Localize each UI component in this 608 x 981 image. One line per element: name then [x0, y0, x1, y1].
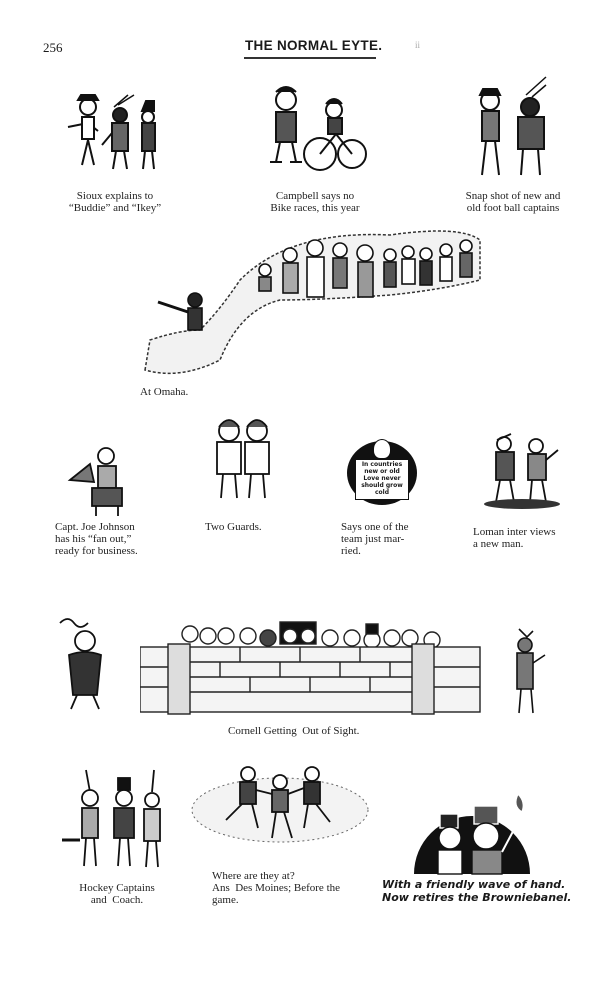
married-sign-illustration: In countries new or old Love never shoul…: [345, 435, 420, 507]
football-captains-illustration: [468, 75, 568, 185]
caption-married: Says one of the team just mar- ried.: [341, 521, 409, 557]
johnson-fan-illustration: [62, 440, 142, 520]
page-number: 256: [43, 40, 63, 55]
sioux-illustration: [58, 85, 168, 175]
love-sign: In countries new or old Love never shoul…: [355, 459, 409, 500]
caption-sioux: Sioux explains to “Buddie” and “Ikey”: [68, 190, 162, 214]
caption-brownie-band: With a friendly wave of hand. Now retire…: [382, 878, 572, 904]
campbell-bicycle-illustration: [258, 78, 368, 178]
caption-des-moines: Where are they at? Ans Des Moines; Befor…: [212, 870, 341, 906]
caption-loman: Loman inter views a new man.: [473, 526, 556, 550]
stray-mark: ii: [415, 40, 421, 50]
caption-hockey: Hockey Captains and Coach.: [79, 882, 155, 906]
cornell-left-figure-illustration: [55, 615, 115, 715]
cornell-right-figure-illustration: [505, 625, 550, 720]
caption-cornell: Cornell Getting Out of Sight.: [228, 725, 360, 737]
loman-interview-illustration: [480, 432, 565, 512]
des-moines-dance-illustration: [190, 760, 370, 845]
caption-captains: Snap shot of new and old foot ball capta…: [465, 190, 561, 214]
page-title: THE NORMAL EYTE.: [245, 38, 383, 53]
hockey-captains-illustration: [60, 768, 170, 878]
brownie-band-illustration: [410, 790, 535, 875]
caption-johnson: Capt. Joe Johnson has his “fan out,” rea…: [55, 521, 138, 557]
omaha-procession-illustration: [140, 220, 490, 380]
caption-guards: Two Guards.: [205, 521, 262, 533]
caption-omaha: At Omaha.: [140, 386, 189, 398]
two-guards-illustration: [205, 415, 285, 505]
title-underline: [244, 57, 376, 59]
cornell-wall-illustration: [140, 612, 485, 717]
caption-campbell: Campbell says no Bike races, this year: [270, 190, 360, 214]
